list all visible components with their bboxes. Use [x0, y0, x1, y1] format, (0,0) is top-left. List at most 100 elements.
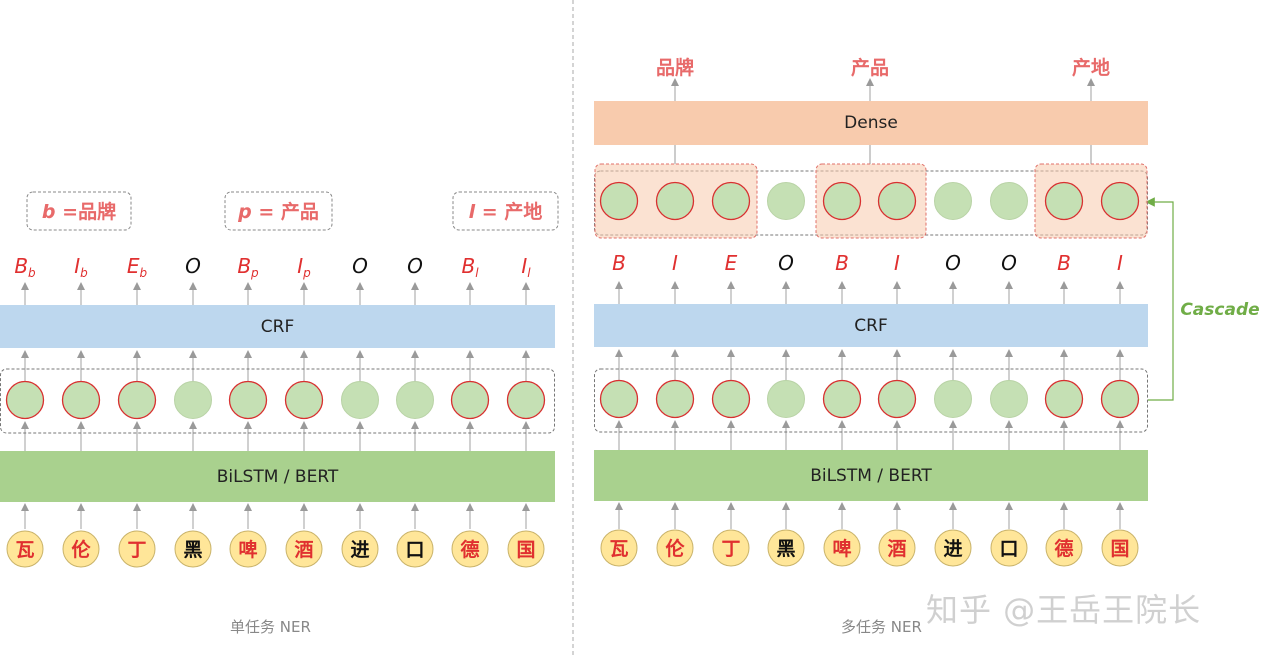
left-tag-label: O — [407, 254, 423, 278]
left-hidden-node — [61, 380, 101, 420]
right-token-char: 口 — [999, 538, 1018, 560]
right-token-char: 黑 — [776, 538, 795, 560]
entity-type-output: 品牌 — [656, 56, 694, 79]
right-encoder-layer: BiLSTM / BERT — [594, 450, 1148, 501]
right-token-char: 进 — [943, 538, 962, 560]
right-tag-label: O — [945, 251, 961, 275]
left-token-char: 进 — [350, 539, 369, 561]
right-tag-label: I — [1117, 251, 1123, 275]
definition-box — [224, 191, 333, 231]
left-tag-label: Bl — [461, 254, 479, 280]
right-tag-label: B — [612, 251, 626, 275]
left-hidden-node — [117, 380, 157, 420]
left-token-char: 酒 — [294, 539, 313, 561]
cascade-connector — [1145, 197, 1174, 401]
definition-box — [452, 191, 559, 231]
right-token-circle — [656, 529, 694, 567]
right-hidden-node — [877, 379, 917, 419]
definition-text: p = 产品 — [237, 200, 319, 223]
right-tag-label: B — [835, 251, 849, 275]
right-token-char: 丁 — [721, 538, 740, 560]
right-upper-node — [655, 181, 695, 221]
left-hidden-node — [228, 380, 268, 420]
right-tag-label: I — [894, 251, 900, 275]
left-tag-label: Ib — [74, 254, 88, 280]
right-token-circle — [878, 529, 916, 567]
right-token-char: 啤 — [832, 537, 851, 560]
watermark: 知乎 @王岳王院长 — [926, 591, 1202, 629]
cascade-label: Cascade — [1180, 300, 1259, 320]
left-tag-label: Il — [521, 254, 531, 280]
right-token-char: 瓦 — [609, 538, 628, 560]
right-upper-node — [934, 182, 972, 220]
right-upper-node — [1100, 181, 1140, 221]
right-hidden-node — [934, 380, 972, 418]
right-upper-node — [599, 181, 639, 221]
definition-box — [26, 191, 132, 231]
right-token-circle — [767, 529, 805, 567]
left-crf-layer: CRF — [0, 305, 555, 348]
right-upper-node — [711, 181, 751, 221]
left-token-circle — [118, 530, 156, 568]
left-tag-label: Ip — [297, 254, 311, 280]
left-hidden-node — [450, 380, 490, 420]
left-hidden-node — [396, 381, 434, 419]
left-token-circle — [451, 530, 489, 568]
left-token-circle — [6, 530, 44, 568]
right-upper-node — [990, 182, 1028, 220]
left-token-char: 丁 — [127, 539, 146, 561]
right-token-circle — [990, 529, 1028, 567]
right-tag-label: I — [672, 251, 678, 275]
left-token-char: 黑 — [183, 539, 202, 561]
right-hidden-node — [1044, 379, 1084, 419]
left-token-char: 伦 — [71, 538, 91, 561]
left-tag-label: Eb — [127, 254, 148, 280]
right-tag-label: B — [1057, 251, 1071, 275]
right-hidden-node — [599, 379, 639, 419]
right-dense-layer: Dense — [594, 101, 1148, 145]
entity-type-output: 产地 — [1072, 56, 1110, 79]
right-upper-node — [1044, 181, 1084, 221]
right-tag-label: E — [725, 251, 738, 275]
right-token-char: 国 — [1110, 538, 1129, 560]
right-token-circle — [823, 529, 861, 567]
right-upper-node — [767, 182, 805, 220]
right-tag-label: O — [778, 251, 794, 275]
right-token-circle — [934, 529, 972, 567]
left-token-char: 啤 — [238, 538, 257, 561]
right-tag-label: O — [1001, 251, 1017, 275]
left-hidden-node — [506, 380, 546, 420]
right-hidden-node — [1100, 379, 1140, 419]
left-token-char: 瓦 — [15, 539, 34, 561]
left-token-circle — [62, 530, 100, 568]
left-token-circle — [229, 530, 267, 568]
right-upper-node — [822, 181, 862, 221]
right-hidden-node — [711, 379, 751, 419]
left-token-char: 国 — [516, 539, 535, 561]
left-hidden-node — [284, 380, 324, 420]
right-token-circle — [712, 529, 750, 567]
right-hidden-node — [822, 379, 862, 419]
left-hidden-node — [5, 380, 45, 420]
right-token-char: 德 — [1054, 537, 1073, 560]
right-hidden-node — [767, 380, 805, 418]
left-tag-label: O — [352, 254, 368, 278]
right-upper-node — [877, 181, 917, 221]
right-token-char: 伦 — [665, 537, 685, 560]
left-hidden-frame — [0, 368, 555, 434]
left-token-circle — [285, 530, 323, 568]
left-encoder-layer: BiLSTM / BERT — [0, 451, 555, 502]
left-tag-label: O — [185, 254, 201, 278]
right-panel-caption: 多任务 NER — [841, 618, 922, 636]
right-hidden-node — [655, 379, 695, 419]
definition-text: l = 产地 — [469, 200, 543, 223]
left-panel-caption: 单任务 NER — [230, 618, 311, 636]
left-hidden-node — [174, 381, 212, 419]
right-crf-layer: CRF — [594, 304, 1148, 347]
left-token-circle — [507, 530, 545, 568]
left-tag-label: Bp — [237, 254, 259, 280]
right-token-char: 酒 — [887, 538, 906, 560]
right-token-circle — [1101, 529, 1139, 567]
left-token-char: 口 — [405, 539, 424, 561]
